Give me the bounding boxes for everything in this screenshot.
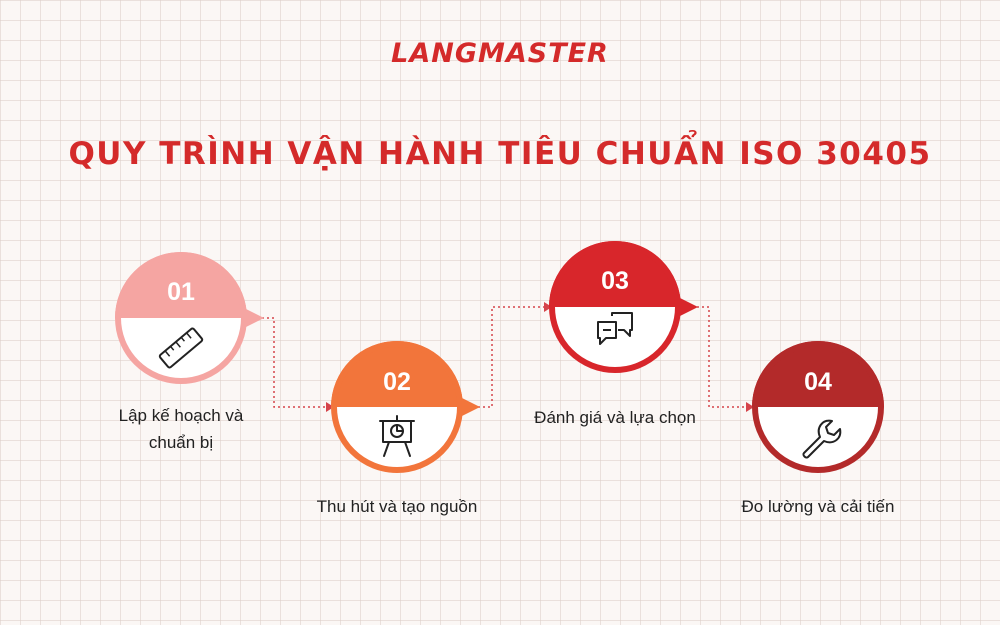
step-03-arrow xyxy=(680,298,698,316)
step-01-number: 01 xyxy=(167,278,195,306)
step-04: 04 xyxy=(752,341,884,473)
step-02-label: Thu hút và tạo nguồn xyxy=(316,497,478,516)
step-02-arrow xyxy=(462,398,480,416)
wrench-icon xyxy=(802,419,842,459)
connector-1-2 xyxy=(262,317,334,412)
presentation-board-icon xyxy=(379,415,415,457)
step-01-label: Lập kế hoạch và chuẩn bị xyxy=(118,406,244,452)
step-04-label: Đo lường và cải tiến xyxy=(741,497,895,516)
connector-2-3 xyxy=(478,302,552,408)
page-title: QUY TRÌNH VẬN HÀNH TIÊU CHUẨN ISO 30405 xyxy=(68,136,932,172)
step-01-arrow xyxy=(246,309,264,327)
step-02: 02 xyxy=(331,341,480,473)
brand-logo: LANGMASTER xyxy=(391,38,609,69)
step-03: 03 xyxy=(549,241,698,373)
chat-bubbles-icon xyxy=(597,312,633,345)
connector-3-4 xyxy=(697,306,754,412)
step-01: 01 xyxy=(115,252,264,384)
ruler-icon xyxy=(158,327,204,369)
step-03-number: 03 xyxy=(601,267,629,295)
step-04-number: 04 xyxy=(804,368,832,396)
step-02-number: 02 xyxy=(383,368,411,396)
step-03-label: Đánh giá và lựa chọn xyxy=(534,408,696,427)
